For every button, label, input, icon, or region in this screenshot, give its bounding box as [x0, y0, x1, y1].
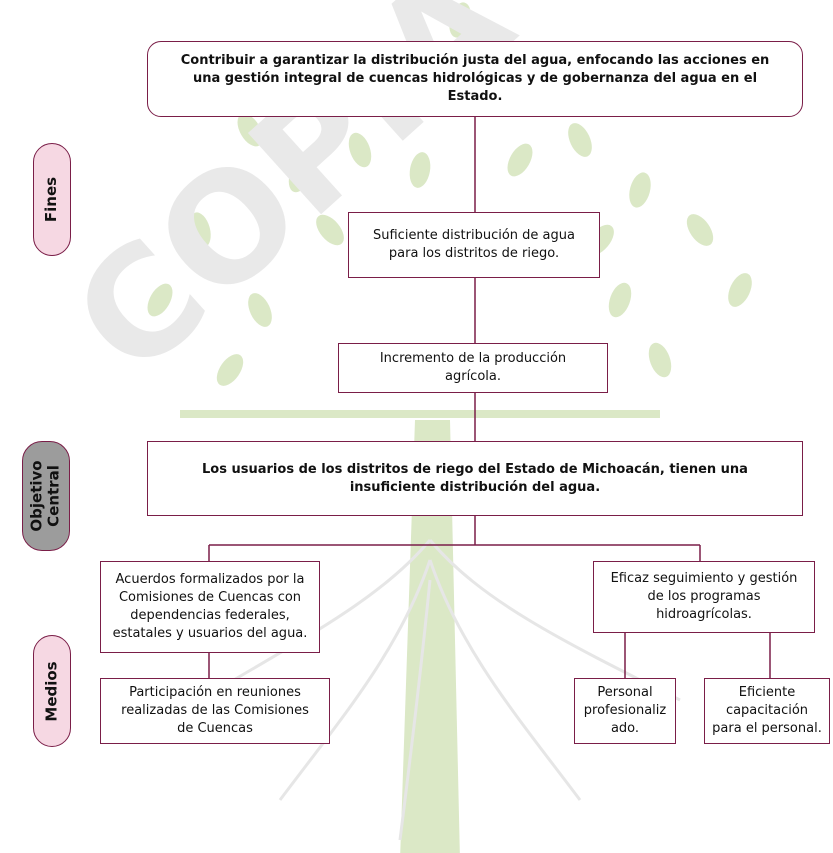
central-objective-text: Los usuarios de los distritos de riego d…: [202, 461, 748, 495]
medio-box-seguimiento: Eficaz seguimiento y gestión de los prog…: [593, 561, 815, 633]
central-objective-box: Los usuarios de los distritos de riego d…: [147, 441, 803, 516]
goal-text: Contribuir a garantizar la distribución …: [180, 53, 770, 104]
sub-box-capacitacion: Eficiente capacitación para el personal.: [704, 678, 830, 744]
fin-box-distribucion: Suficiente distribución de agua para los…: [348, 212, 600, 278]
fin-distribucion-text: Suficiente distribución de agua para los…: [373, 228, 575, 261]
medios-label: Medios: [33, 635, 71, 747]
medio-seguimiento-text: Eficaz seguimiento y gestión de los prog…: [610, 571, 798, 622]
medio-box-acuerdos: Acuerdos formalizados por la Comisiones …: [100, 561, 320, 653]
tree-watermark: [147, 2, 752, 853]
goal-box: Contribuir a garantizar la distribución …: [147, 41, 803, 117]
medio-acuerdos-text: Acuerdos formalizados por la Comisiones …: [112, 572, 308, 641]
objetivo-central-label: Objetivo Central: [22, 441, 70, 551]
connectors: [208, 116, 771, 678]
sub-box-personal: Personal profesionaliz ado.: [574, 678, 676, 744]
objetivo-central-label-text: Objetivo Central: [28, 460, 64, 532]
fin-box-produccion: Incremento de la producción agrícola.: [338, 343, 608, 393]
fin-produccion-text: Incremento de la producción agrícola.: [379, 351, 567, 384]
sub-capacitacion-text: Eficiente capacitación para el personal.: [712, 685, 822, 736]
medios-label-text: Medios: [42, 660, 61, 722]
roots-watermark: [199, 539, 681, 841]
sub-personal-text: Personal profesionaliz ado.: [583, 685, 667, 736]
sub-box-participacion: Participación en reuniones realizadas de…: [100, 678, 330, 744]
fines-label: Fines: [33, 143, 71, 256]
fines-label-text: Fines: [42, 176, 61, 223]
sub-participacion-text: Participación en reuniones realizadas de…: [121, 685, 309, 736]
